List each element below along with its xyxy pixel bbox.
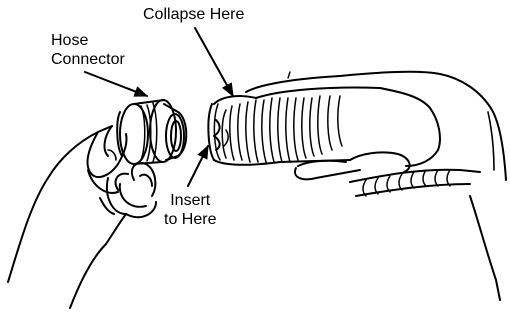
collapse-arrow [195,28,233,96]
collapse-here-text: Collapse Here [143,5,244,24]
insert-line2: to Here [164,210,216,229]
hose-connector-line1: Hose [51,31,125,50]
right-hand [246,72,506,300]
insert-to-here-label: Insert to Here [164,191,216,229]
hose-connector-arrow [85,72,147,96]
hose-connector-label: Hose Connector [51,31,125,69]
hose-connector-line2: Connector [51,50,125,69]
collapse-here-label: Collapse Here [143,5,244,24]
hose-connector [117,100,186,164]
insert-arrow [188,146,208,186]
insert-line1: Insert [164,191,216,210]
left-hand [8,126,156,308]
